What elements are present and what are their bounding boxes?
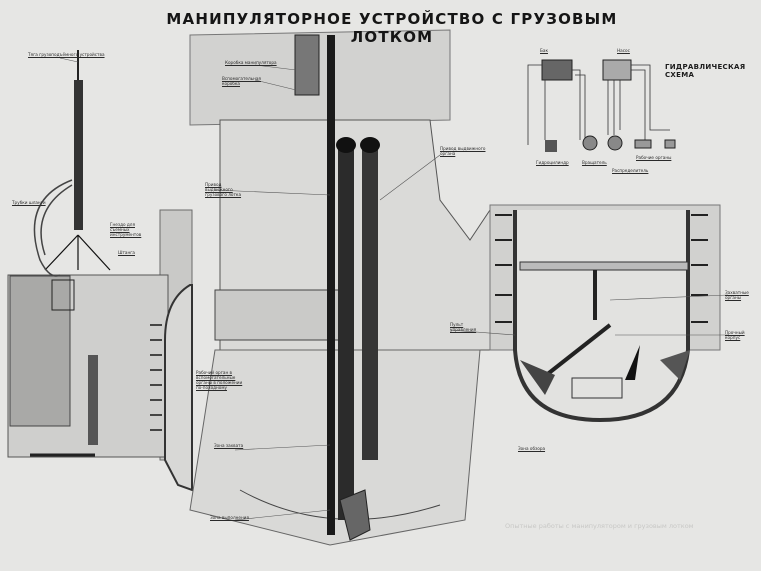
label-upper-box1: Коробка манипулятора [225,60,277,65]
label-working-organ: Рабочий орган в вспомогательные органы в… [196,370,243,390]
label-hull: Прочный корпус [725,330,745,340]
hydraulic-schema [527,59,676,152]
label-zone-work: Зона выполнения [210,515,249,520]
schema-label-1: Насос [617,48,630,53]
mast-assembly [33,50,111,277]
schema-label-2: Гидроцилиндр [536,160,569,165]
label-hoses: Трубки шланги [12,200,46,205]
drawing-title: МАНИПУЛЯТОРНОЕ УСТРОЙСТВО С ГРУЗОВЫМ ЛОТ… [166,10,618,46]
label-control: Пульт управления [450,322,477,332]
schema-label-0: Бак [540,48,548,53]
right-vessel [489,204,721,423]
label-tray-drive: Привод выдвижного грузового лотка [205,182,242,197]
central-compartment [189,29,491,546]
left-hull-section [7,209,193,492]
label-zone-loading: Зона захвата [214,443,244,448]
label-upper-box2: Вспомогательная коробка [222,76,261,86]
label-support: Штанга [118,250,135,255]
schema-label-3: Вращатель [582,160,607,165]
manipulator-arm [294,34,380,541]
label-arm-drive: Привод выдвижного органа [440,146,486,156]
schema-label-5: Рабочие органы [636,155,672,160]
hydraulic-schema-title: ГИДРАВЛИЧЕСКАЯ СХЕМА [665,63,746,79]
footer-faint-text: Опытные работы с манипулятором и грузовы… [505,522,694,530]
label-tool-place: Гнездо для съёмных инструментов [110,222,142,237]
label-mast-top: Тяга грузоподъёмного устройства [28,52,105,57]
label-gripper: Захватные органы [725,290,749,300]
label-zone-view: Зона обзора [518,446,546,451]
schema-label-4: Распределитель [612,168,649,173]
leader-lines [59,57,729,521]
